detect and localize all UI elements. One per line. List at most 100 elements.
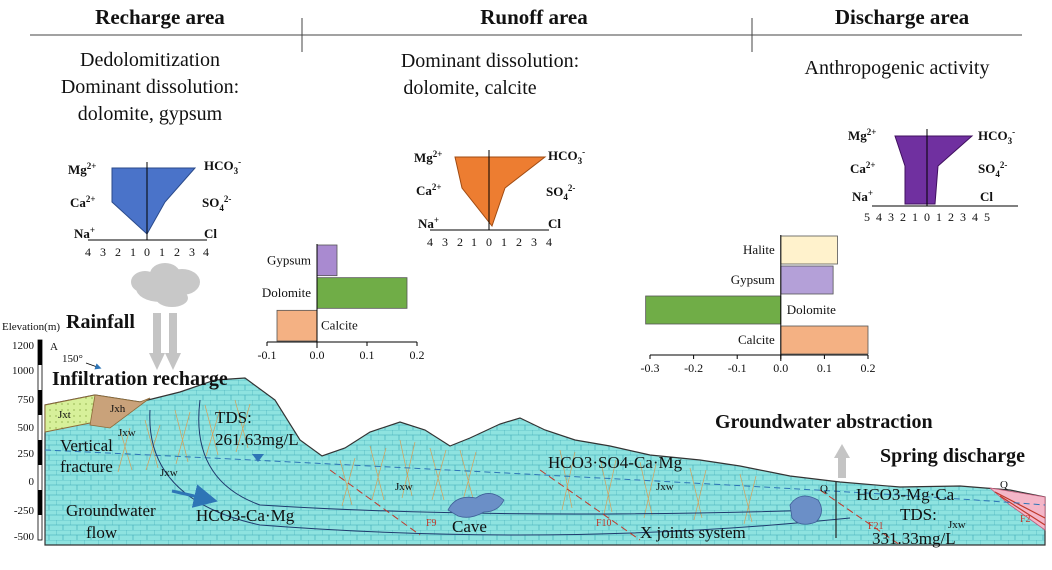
tick: 5 <box>864 210 870 224</box>
bar-gypsum <box>780 265 834 295</box>
recharge-note-2: Dominant dissolution: <box>61 76 239 98</box>
tick: 3 <box>888 210 894 224</box>
ion-mg: Mg2+ <box>414 149 442 165</box>
tick: 4 <box>546 235 552 249</box>
stratum-label: Jxt <box>58 409 71 421</box>
infiltration-recharge-label: Infiltration recharge <box>52 368 228 390</box>
axis-tick-label: 0.0 <box>310 348 325 362</box>
tds-recharge-label: TDS: <box>215 408 252 427</box>
stratum-label: Jxw <box>948 519 966 531</box>
axis-tick-label: -0.2 <box>684 361 703 375</box>
groundwater-flow-label: flow <box>86 523 118 542</box>
vertical-fracture-label: fracture <box>60 457 113 476</box>
axis-tick-label: 0.2 <box>861 361 876 375</box>
bearing-label: 150° <box>62 353 83 365</box>
x-joints-label: X joints system <box>640 523 746 542</box>
ion-mg: Mg2+ <box>848 127 876 143</box>
bar-halite <box>780 235 838 265</box>
ion-ca: Ca2+ <box>70 194 96 210</box>
stiff-ticks-runoff: 4 3 2 1 0 1 2 3 4 <box>427 235 552 249</box>
cross-section: F9 F10 F21 F2 Jxt Jxh Jxw Jxw Jxw Jxw Jx… <box>44 377 1046 546</box>
fault-label: F21 <box>868 521 884 532</box>
ion-ca: Ca2+ <box>850 160 876 176</box>
stiff-polygon <box>894 135 974 205</box>
flow-arrow-icon <box>171 484 218 508</box>
runoff-area-title: Runoff area <box>480 5 588 29</box>
axis-tick-label: -0.1 <box>728 361 747 375</box>
axis-tick-label: -0.3 <box>641 361 660 375</box>
stiff-diagram-recharge: Mg2+ Ca2+ Na+ HCO3- SO42- Cl 4 3 2 1 0 1… <box>68 157 241 259</box>
tick: 3 <box>442 235 448 249</box>
tick: 2 <box>115 245 121 259</box>
ion-hco3: HCO3- <box>978 127 1015 146</box>
zone-header: Recharge area Runoff area Discharge area… <box>30 5 1022 125</box>
vertical-fracture-label: Vertical <box>60 436 113 455</box>
section-annotations: Rainfall Infiltration recharge TDS: 261.… <box>52 311 1025 548</box>
recharge-note-1: Dedolomitization <box>80 49 220 71</box>
ion-ca: Ca2+ <box>416 182 442 198</box>
water-table-marker-icon <box>252 454 264 462</box>
tick: 5 <box>984 210 990 224</box>
stiff-polygon <box>454 156 547 228</box>
spring-cave-icon <box>789 495 822 525</box>
cloud-icon <box>131 263 200 307</box>
bar-calcite <box>780 325 869 355</box>
tick: 4 <box>972 210 978 224</box>
tick: 2 <box>516 235 522 249</box>
ion-na: Na+ <box>418 215 439 231</box>
elevation-tick: -250 <box>14 505 35 517</box>
axis-tick-label: 0.1 <box>360 348 375 362</box>
ion-so4: SO42- <box>546 183 575 202</box>
tick: 3 <box>189 245 195 259</box>
recharge-area-title: Recharge area <box>95 5 225 29</box>
tick: 3 <box>960 210 966 224</box>
tick: 2 <box>900 210 906 224</box>
bar-label: Calcite <box>738 332 775 347</box>
stiff-diagram-runoff: Mg2+ Ca2+ Na+ HCO3- SO42- Cl 4 3 2 1 0 1… <box>414 147 585 249</box>
runoff-note-1: Dominant dissolution: <box>401 50 579 72</box>
flow-path <box>198 399 821 515</box>
elevation-tick: 0 <box>29 476 35 488</box>
faults <box>329 469 901 546</box>
bar-label: Gypsum <box>267 252 311 267</box>
bar-dolomite <box>645 295 782 325</box>
rain-arrows-icon <box>149 313 181 370</box>
axis-tick-label: 0.2 <box>410 348 425 362</box>
bar-gypsum <box>316 244 338 277</box>
tds-discharge-label: TDS: <box>900 505 937 524</box>
stratum-label: Jxh <box>110 403 126 415</box>
ion-na: Na+ <box>852 188 873 204</box>
fracture-network <box>117 399 757 525</box>
tick: 1 <box>501 235 507 249</box>
tick: 4 <box>203 245 209 259</box>
bar-label: Dolomite <box>262 285 311 300</box>
water-type-runoff: HCO3·SO4-Ca·Mg <box>548 453 683 472</box>
point-a-label: A <box>50 341 58 353</box>
discharge-area-title: Discharge area <box>835 5 970 29</box>
axis-tick-label: 0.1 <box>817 361 832 375</box>
tds-discharge-value: 331.33mg/L <box>872 529 956 548</box>
elevation-label: Elevation(m) <box>2 321 60 333</box>
tds-recharge-value: 261.63mg/L <box>215 430 299 449</box>
cave-icon <box>447 493 505 518</box>
ion-cl: Cl <box>548 216 561 231</box>
bar-label: Dolomite <box>787 302 836 317</box>
q-label: Q <box>820 483 828 495</box>
ion-so4: SO42- <box>978 160 1007 179</box>
tick: 1 <box>159 245 165 259</box>
stratum-label: Jxw <box>160 467 178 479</box>
abstraction-arrow-icon <box>834 444 850 478</box>
stiff-ticks-discharge: 5 4 3 2 1 0 1 2 3 4 5 <box>864 210 990 224</box>
groundwater-flow-label: Groundwater <box>66 501 156 520</box>
cave-label: Cave <box>452 517 487 536</box>
axis-tick-label: -0.1 <box>258 348 277 362</box>
ion-na: Na+ <box>74 225 95 241</box>
tick: 4 <box>85 245 91 259</box>
tick: 1 <box>936 210 942 224</box>
rainfall-label: Rainfall <box>66 311 135 333</box>
ion-cl: Cl <box>204 226 217 241</box>
ion-cl: Cl <box>980 189 993 204</box>
